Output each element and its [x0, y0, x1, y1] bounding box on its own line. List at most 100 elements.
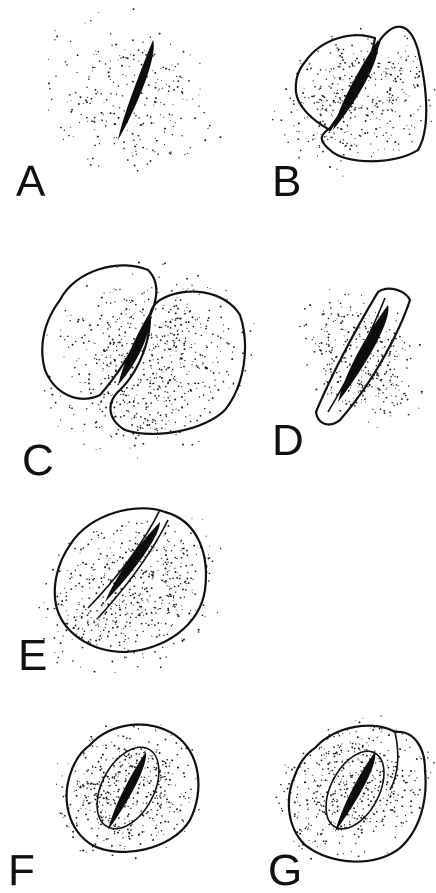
- stipple-dot: [83, 103, 84, 104]
- stipple-dot: [161, 815, 163, 817]
- stipple-dot: [169, 570, 170, 571]
- stipple-dot: [350, 117, 352, 119]
- stipple-dot: [343, 767, 344, 768]
- stipple-dot: [335, 340, 336, 341]
- stipple-dot: [419, 807, 421, 809]
- stipple-dot: [185, 583, 186, 584]
- stipple-dot: [102, 810, 103, 811]
- stipple-dot: [155, 751, 156, 752]
- stipple-dot: [370, 77, 372, 79]
- stipple-dot: [62, 605, 63, 606]
- stipple-dot: [175, 785, 176, 786]
- stipple-dot: [358, 759, 359, 760]
- stipple-dot: [284, 134, 285, 135]
- stipple-dot: [395, 111, 396, 112]
- stipple-dot: [123, 600, 124, 601]
- stipple-dot: [150, 780, 152, 782]
- stipple-dot: [95, 93, 97, 95]
- stipple-dot: [113, 343, 114, 344]
- stipple-dot: [168, 596, 170, 598]
- stipple-dot: [386, 387, 387, 388]
- stipple-dot: [117, 626, 119, 628]
- stipple-dot: [88, 78, 90, 80]
- stipple-dot: [95, 784, 96, 785]
- stipple-dot: [94, 620, 95, 621]
- stipple-dot: [78, 810, 80, 812]
- stipple-dot: [354, 138, 355, 139]
- stipple-dot: [341, 779, 342, 780]
- stipple-dot: [75, 771, 76, 772]
- stipple-dot: [143, 572, 144, 573]
- stipple-dot: [174, 545, 175, 546]
- stipple-dot: [120, 394, 121, 395]
- stipple-dot: [207, 320, 209, 322]
- stipple-dot: [175, 319, 177, 321]
- stipple-dot: [416, 73, 418, 75]
- stipple-dot: [112, 561, 114, 563]
- stipple-dot: [176, 297, 177, 298]
- stipple-dot: [92, 802, 93, 803]
- stipple-dot: [92, 745, 94, 747]
- stipple-dot: [105, 793, 106, 794]
- stipple-dot: [101, 768, 102, 769]
- stipple-dot: [148, 792, 149, 793]
- stipple-dot: [343, 139, 344, 140]
- stipple-dot: [134, 398, 135, 399]
- stipple-dot: [72, 660, 74, 662]
- stipple-dot: [202, 382, 203, 383]
- stipple-dot: [128, 773, 130, 775]
- stipple-dot: [387, 364, 389, 366]
- stipple-dot: [174, 399, 176, 401]
- stipple-dot: [151, 334, 152, 335]
- stipple-dot: [311, 96, 313, 98]
- stipple-dot: [395, 80, 397, 82]
- stipple-dot: [160, 804, 162, 806]
- stipple-dot: [404, 35, 405, 36]
- stipple-dot: [131, 418, 132, 419]
- stipple-dot: [199, 317, 200, 318]
- stipple-dot: [140, 124, 142, 126]
- stipple-dot: [188, 80, 190, 82]
- stipple-dot: [61, 813, 62, 814]
- stipple-dot: [337, 101, 338, 102]
- stipple-dot: [99, 620, 100, 621]
- stipple-dot: [146, 813, 148, 815]
- stipple-dot: [382, 771, 383, 772]
- stipple-dot: [87, 97, 88, 98]
- stipple-dot: [161, 558, 162, 559]
- stipple-dot: [128, 836, 130, 838]
- stipple-dot: [88, 378, 90, 380]
- stipple-dot: [121, 65, 123, 67]
- stipple-dot: [95, 343, 96, 344]
- stipple-dot: [379, 67, 380, 68]
- stipple-dot: [128, 521, 129, 522]
- stipple-dot: [128, 395, 129, 396]
- stipple-dot: [88, 612, 89, 613]
- stipple-dot: [48, 83, 50, 85]
- stipple-dot: [146, 407, 148, 409]
- stipple-dot: [139, 843, 141, 845]
- stipple-dot: [164, 104, 165, 105]
- stipple-dot: [153, 820, 154, 821]
- stipple-dot: [358, 379, 359, 380]
- stipple-dot: [361, 800, 363, 802]
- stipple-dot: [124, 656, 126, 658]
- stipple-dot: [108, 631, 110, 633]
- stipple-dot: [414, 794, 415, 795]
- stipple-dot: [150, 392, 152, 394]
- stipple-dot: [153, 785, 154, 786]
- stipple-dot: [367, 96, 368, 97]
- stipple-dot: [173, 345, 175, 347]
- stipple-dot: [97, 783, 99, 785]
- stipple-dot: [361, 129, 362, 130]
- stipple-dot: [360, 825, 362, 827]
- stipple-dot: [182, 819, 184, 821]
- stipple-dot: [122, 56, 124, 58]
- stipple-dot: [342, 89, 344, 91]
- stipple-dot: [98, 625, 99, 626]
- stipple-dot: [114, 137, 115, 138]
- stipple-dot: [81, 114, 82, 115]
- stipple-dot: [187, 328, 188, 329]
- stipple-dot: [202, 355, 203, 356]
- stipple-dot: [377, 427, 378, 428]
